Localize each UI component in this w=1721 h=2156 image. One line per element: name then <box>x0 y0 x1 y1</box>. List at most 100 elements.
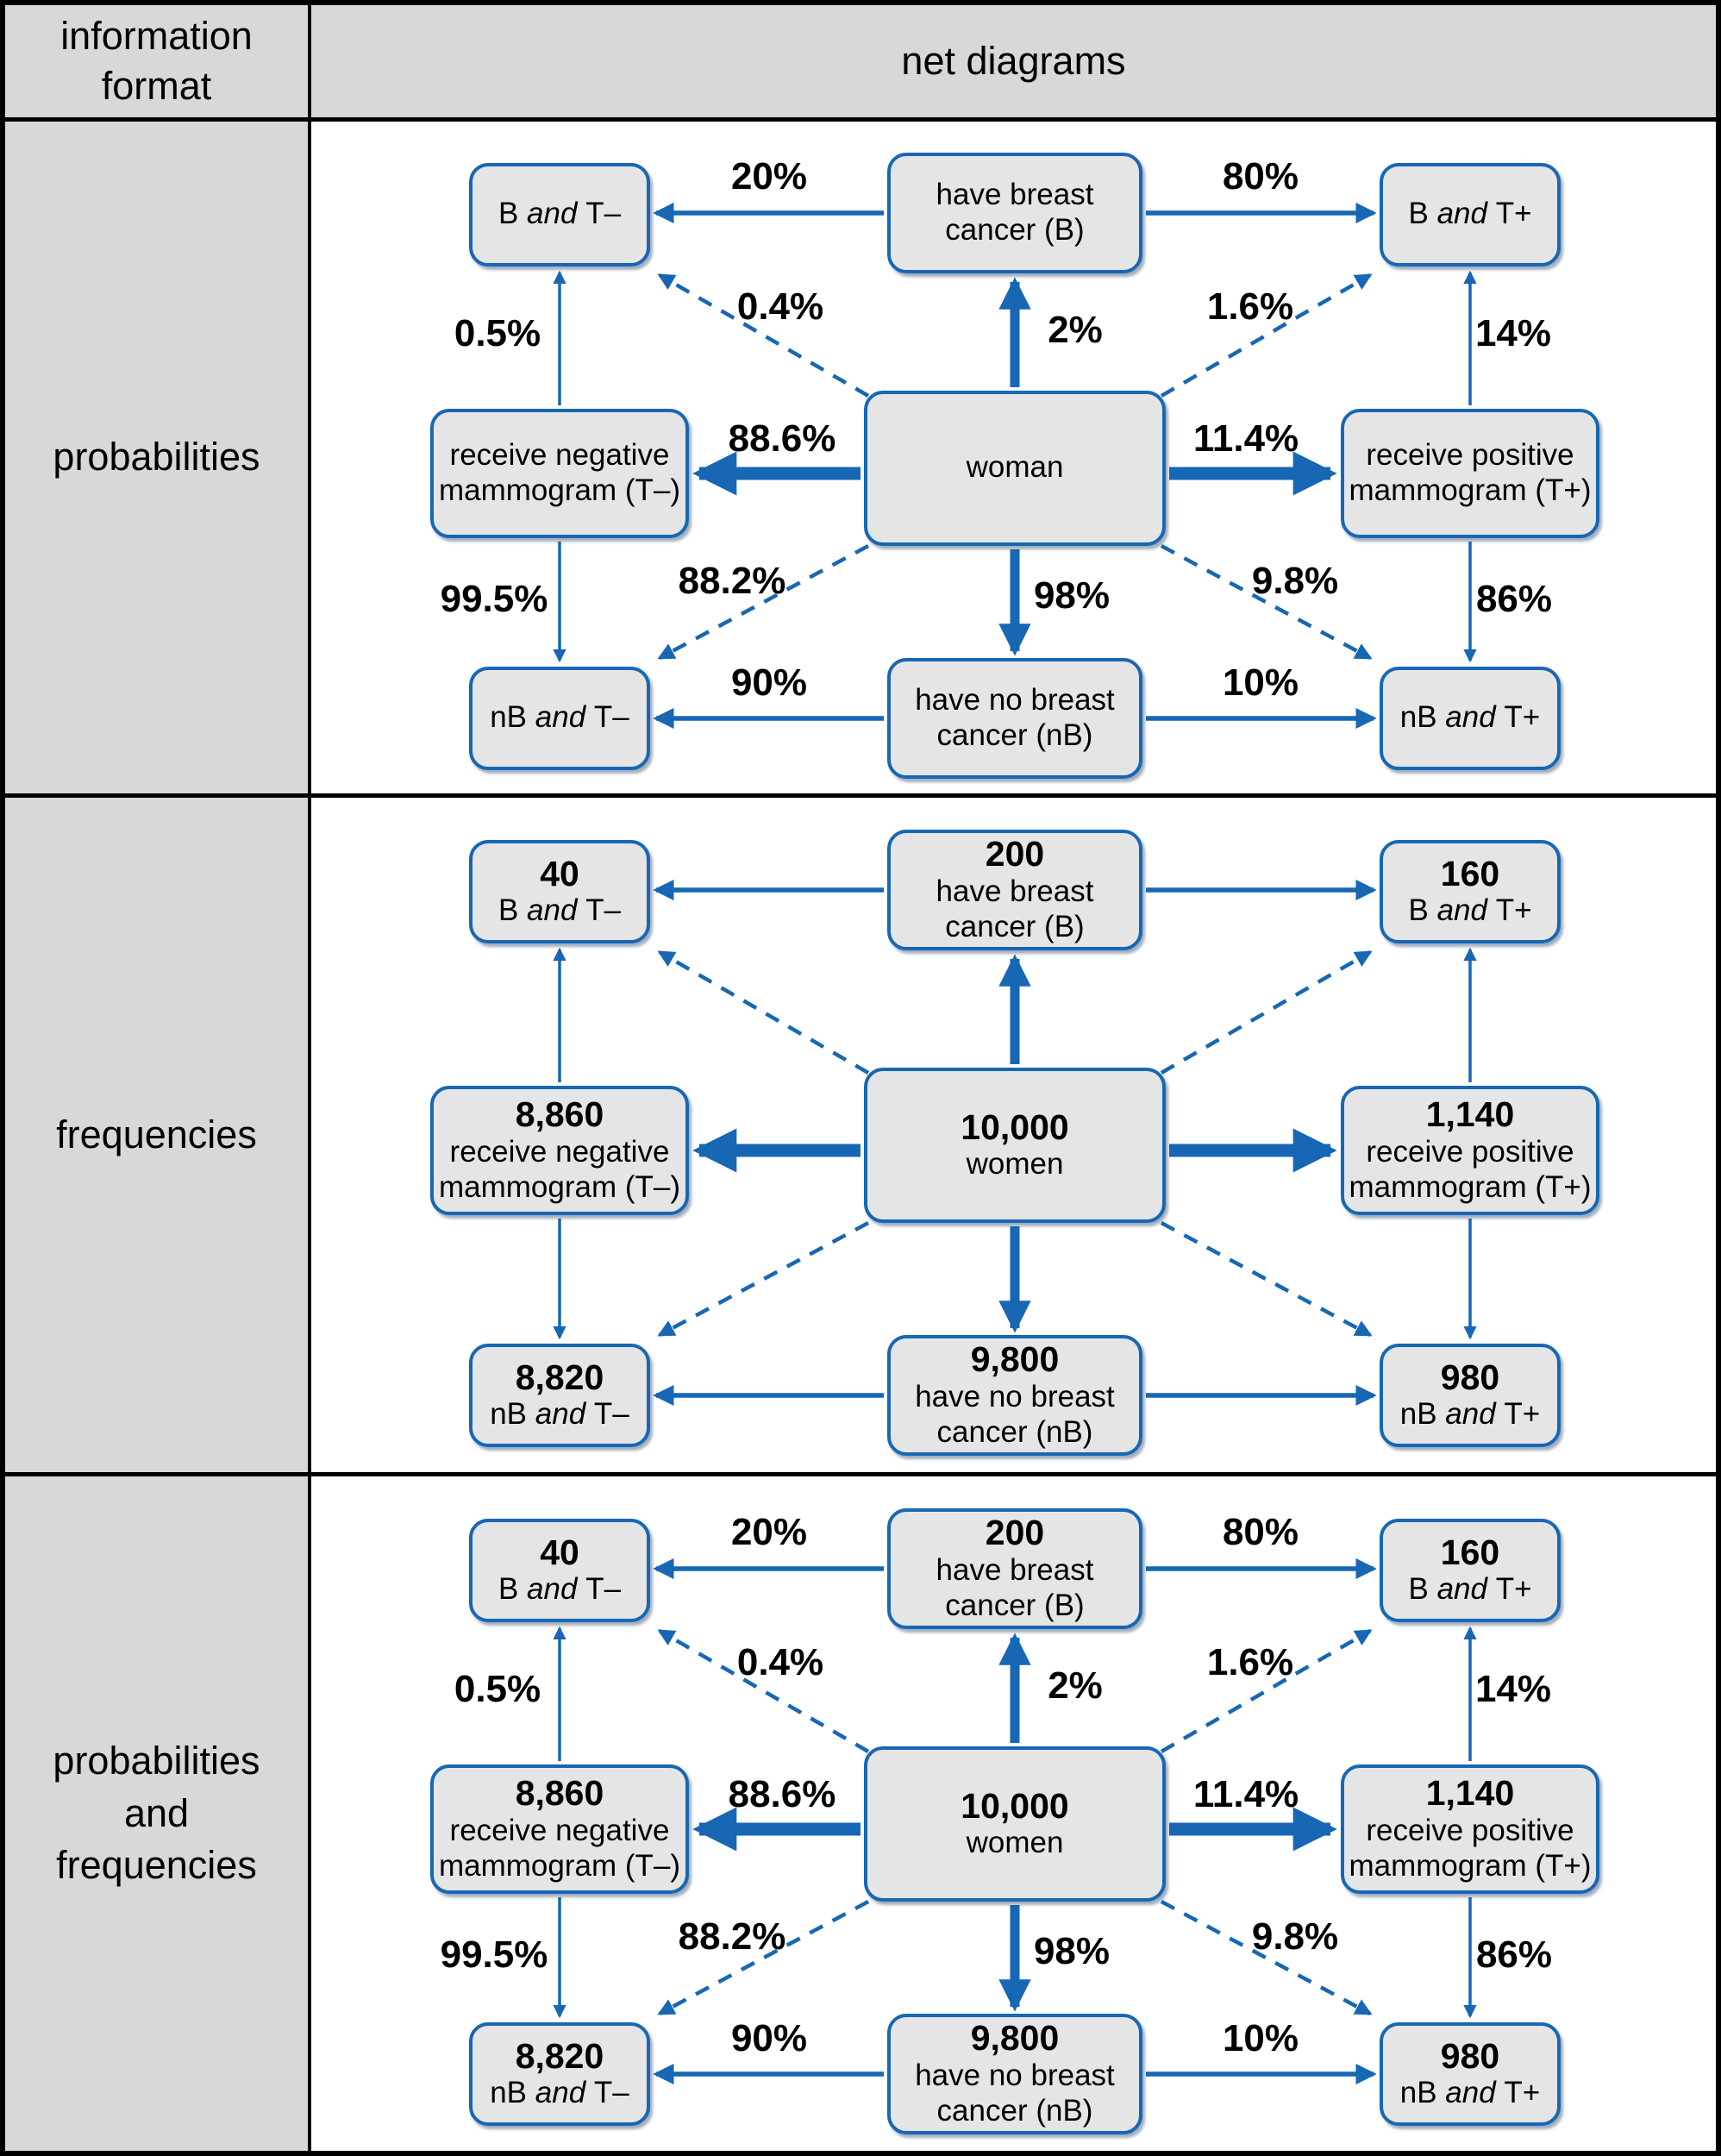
node-nb-and-t-minus: 8,820 nB and T– <box>469 1344 650 1447</box>
node-label: women <box>966 1826 1064 1860</box>
edge-label-center-to-topleft: 0.4% <box>736 1641 824 1683</box>
edge-label-center-to-topleft: 0.4% <box>736 285 824 328</box>
node-count: 200 <box>985 834 1045 874</box>
header-net-diagrams: net diagrams <box>311 5 1716 122</box>
edge-label-center-to-bottomright: 9.8% <box>1251 559 1339 602</box>
edge-label-center-to-bottomright: 9.8% <box>1251 1915 1339 1958</box>
node-count: 8,860 <box>515 1773 604 1814</box>
node-nb-and-t-minus: 8,820 nB and T– <box>469 2022 650 2126</box>
node-count: 980 <box>1440 1357 1500 1397</box>
edge-label-top-to-topright: 80% <box>1222 1511 1299 1553</box>
node-b-and-t-minus: 40 B and T– <box>469 840 650 943</box>
node-label: woman <box>966 450 1064 485</box>
node-label: B and T+ <box>1408 1572 1532 1607</box>
node-b-and-t-minus: B and T– <box>469 162 650 266</box>
node-label: nB and T+ <box>1399 2076 1541 2110</box>
node-count: 8,860 <box>515 1094 604 1135</box>
edge-label-top-to-topleft: 20% <box>730 154 808 197</box>
node-label: B and T+ <box>1408 197 1532 231</box>
row-label-line: probabilities <box>53 435 260 479</box>
node-women: 10,000 women <box>864 1068 1166 1223</box>
node-nb-and-t-plus: 980 nB and T+ <box>1380 2022 1561 2126</box>
edge-label-center-to-bottomleft: 88.2% <box>678 559 786 602</box>
edge-label-bottom-to-bottomright: 10% <box>1222 661 1299 704</box>
edge-label-right-to-topright: 14% <box>1474 311 1552 354</box>
header-net-diagrams-label: net diagrams <box>901 38 1126 83</box>
edge-label-top-to-topright: 80% <box>1222 154 1299 197</box>
edge-label-center-to-bottomleft: 88.2% <box>678 1915 786 1958</box>
node-nb-and-t-plus: nB and T+ <box>1380 666 1561 770</box>
edge-label-bottom-to-bottomleft: 90% <box>730 661 808 704</box>
node-count: 160 <box>1440 853 1500 893</box>
node-label: women <box>966 1147 1064 1181</box>
node-count: 8,820 <box>515 2035 604 2076</box>
node-count: 200 <box>985 1513 1045 1553</box>
edge-label-center-to-right: 11.4% <box>1192 1773 1299 1815</box>
node-label: B and T– <box>498 1572 622 1607</box>
row-label-frequencies: frequencies <box>5 798 311 1476</box>
node-label: B and T– <box>498 197 622 231</box>
row-label-probabilities-and-frequencies: probabilities and frequencies <box>5 1476 311 2151</box>
node-nb-and-t-plus: 980 nB and T+ <box>1380 1344 1561 1447</box>
edge-label-right-to-bottomright: 86% <box>1475 1934 1553 1976</box>
node-label: B and T+ <box>1408 893 1532 928</box>
row-label-line: and <box>123 1790 190 1835</box>
edge-label-center-to-topright: 1.6% <box>1206 285 1294 328</box>
edge-label-bottom-to-bottomright: 10% <box>1222 2017 1299 2059</box>
node-count: 9,800 <box>970 1339 1060 1380</box>
node-count: 1,140 <box>1425 1094 1515 1135</box>
node-count: 160 <box>1440 1532 1500 1572</box>
node-count: 9,800 <box>970 2018 1060 2059</box>
node-label: nB and T– <box>490 1397 629 1432</box>
edge-label-left-to-topleft: 0.5% <box>454 311 541 354</box>
edge-label-top-to-topleft: 20% <box>730 1511 808 1553</box>
node-count: 10,000 <box>961 1785 1069 1826</box>
edge-label-center-to-top: 2% <box>1048 308 1103 351</box>
edge-label-left-to-topleft: 0.5% <box>454 1668 541 1710</box>
edge-label-center-to-left: 88.6% <box>728 1773 836 1815</box>
node-count: 980 <box>1440 2035 1500 2076</box>
node-label: B and T– <box>498 893 622 928</box>
edge-label-center-to-top: 2% <box>1048 1664 1103 1707</box>
header-information-format: information format <box>5 5 311 122</box>
node-label: nB and T– <box>490 700 629 735</box>
edge-label-center-to-right: 11.4% <box>1192 417 1299 460</box>
edge-label-left-to-bottomleft: 99.5% <box>440 577 548 620</box>
edge-label-center-to-bottom: 98% <box>1033 1930 1111 1972</box>
row-label-line: frequencies <box>56 1112 257 1156</box>
node-label: nB and T+ <box>1399 700 1541 735</box>
edge-label-center-to-left: 88.6% <box>728 417 836 460</box>
node-woman: woman <box>864 390 1166 546</box>
edge-label-bottom-to-bottomleft: 90% <box>730 2017 808 2059</box>
node-b-and-t-minus: 40 B and T– <box>469 1519 650 1622</box>
row-label-line: frequencies <box>56 1843 257 1888</box>
node-count: 40 <box>540 853 579 893</box>
node-label: nB and T+ <box>1399 1397 1541 1432</box>
node-count: 1,140 <box>1425 1773 1515 1814</box>
node-b-and-t-plus: B and T+ <box>1380 162 1561 266</box>
node-count: 10,000 <box>961 1106 1069 1147</box>
edge-label-center-to-topright: 1.6% <box>1206 1641 1294 1683</box>
node-label: nB and T– <box>490 2076 629 2110</box>
